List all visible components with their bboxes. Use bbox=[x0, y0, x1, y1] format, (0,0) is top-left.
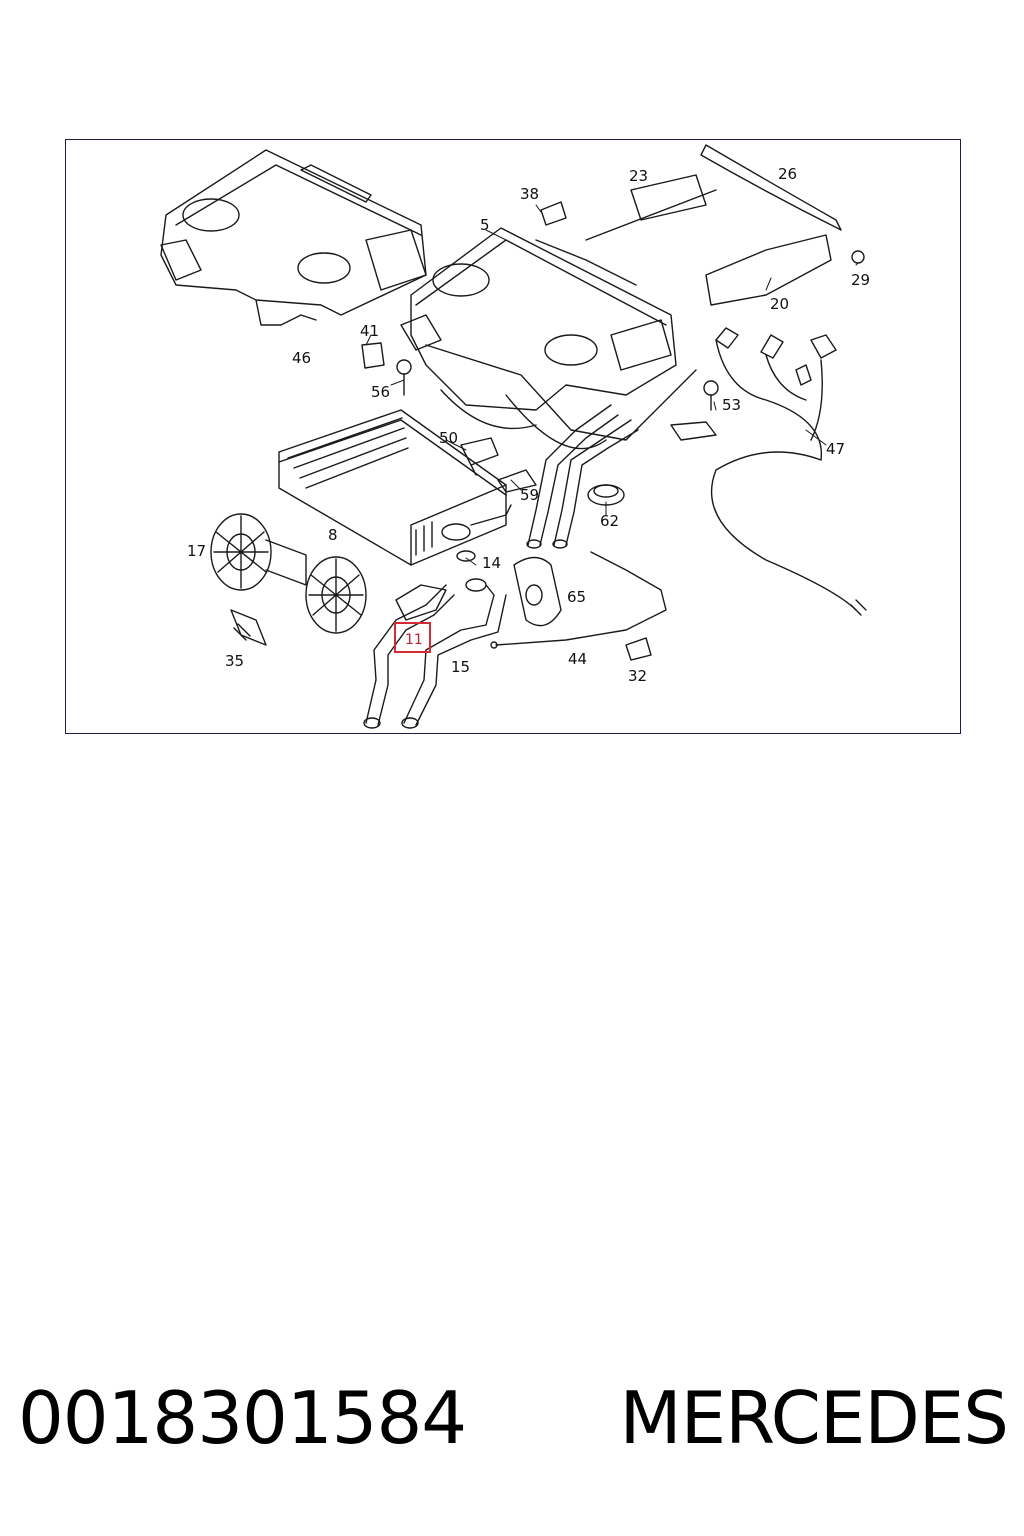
screw-part-53 bbox=[670, 380, 719, 441]
callout-38: 38 bbox=[520, 185, 539, 203]
clip-part-32 bbox=[625, 637, 652, 661]
exploded-parts-diagram: 5 8 14 15 17 20 23 26 29 32 35 38 41 44 … bbox=[160, 144, 870, 729]
clip-part-38 bbox=[540, 201, 567, 226]
callout-46: 46 bbox=[292, 349, 311, 367]
footer: 0018301584 MERCEDES bbox=[18, 1368, 1009, 1468]
callout-14: 14 bbox=[482, 554, 501, 572]
callout-29: 29 bbox=[851, 271, 870, 289]
screw-part-56 bbox=[396, 359, 412, 396]
nut-part-29 bbox=[851, 250, 865, 264]
callout-32: 32 bbox=[628, 667, 647, 685]
callout-5: 5 bbox=[480, 216, 490, 234]
heater-core-part-8 bbox=[278, 409, 512, 566]
callout-44: 44 bbox=[568, 650, 587, 668]
callout-20: 20 bbox=[770, 295, 789, 313]
parts-diagram-frame: 5 8 14 15 17 20 23 26 29 32 35 38 41 44 … bbox=[65, 139, 961, 734]
cover-part-65 bbox=[513, 556, 562, 627]
callout-17: 17 bbox=[187, 542, 206, 560]
brand-name: MERCEDES bbox=[619, 1376, 1009, 1460]
callout-11: 11 bbox=[405, 632, 423, 648]
resistor-bracket-part-35 bbox=[230, 609, 267, 646]
pipes-part-59 bbox=[497, 404, 639, 549]
callout-41: 41 bbox=[360, 322, 379, 340]
callout-35: 35 bbox=[225, 652, 244, 670]
control-cable-part-44 bbox=[490, 551, 667, 649]
flap-part-20 bbox=[705, 234, 832, 306]
gasket-part-26 bbox=[700, 144, 842, 231]
leader-lines bbox=[365, 204, 859, 566]
callout-53: 53 bbox=[722, 396, 741, 414]
wiring-harness-part-47 bbox=[710, 327, 867, 616]
seal-part-14 bbox=[456, 550, 476, 562]
callout-labels: 5 8 14 15 17 20 23 26 29 32 35 38 41 44 … bbox=[187, 165, 870, 685]
coolant-pipes-part-11-15 bbox=[363, 578, 507, 729]
callout-62: 62 bbox=[600, 512, 619, 530]
part-number: 0018301584 bbox=[18, 1376, 467, 1460]
callout-59: 59 bbox=[520, 486, 539, 504]
clip-part-50 bbox=[460, 437, 499, 476]
callout-23: 23 bbox=[629, 167, 648, 185]
callout-8: 8 bbox=[328, 526, 338, 544]
callout-50: 50 bbox=[439, 429, 458, 447]
clip-part-41 bbox=[361, 342, 385, 369]
callout-26: 26 bbox=[778, 165, 797, 183]
callout-56: 56 bbox=[371, 383, 390, 401]
blower-motor-part-17 bbox=[210, 513, 367, 634]
callout-47: 47 bbox=[826, 440, 845, 458]
callout-15: 15 bbox=[451, 658, 470, 676]
heater-housing-part-5 bbox=[400, 227, 697, 450]
flap-part-23 bbox=[585, 174, 717, 241]
callout-65: 65 bbox=[567, 588, 586, 606]
highlight-box bbox=[394, 622, 431, 653]
highlighted-callout-11[interactable]: 11 bbox=[394, 622, 431, 653]
air-duct-housing-part-46 bbox=[160, 149, 427, 326]
